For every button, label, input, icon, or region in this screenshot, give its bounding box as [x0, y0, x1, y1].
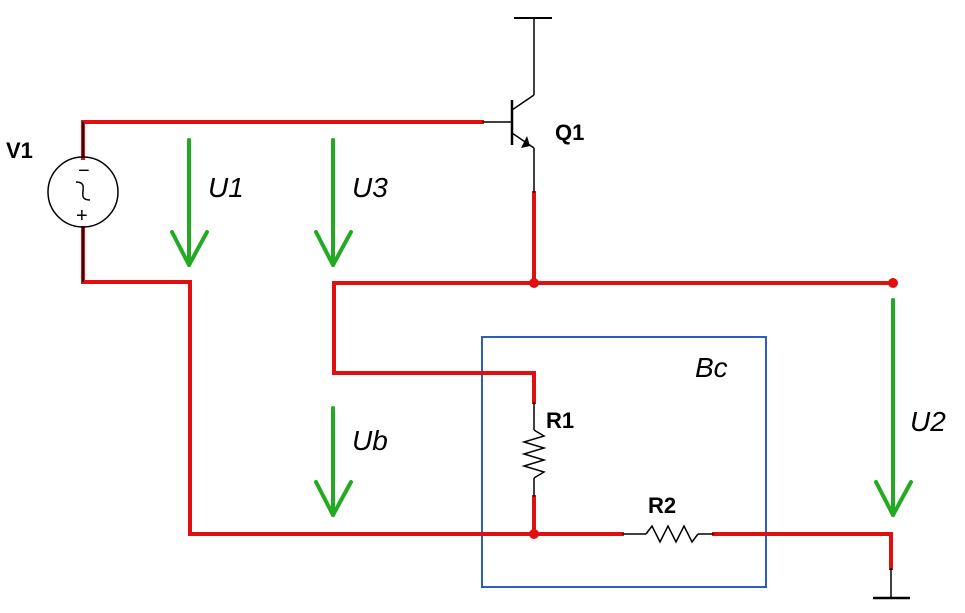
wires: [81, 120, 895, 570]
source-minus: −: [78, 160, 90, 182]
label-q1: Q1: [555, 120, 584, 145]
resistor-r2-icon: [622, 524, 714, 544]
node-emitter: [529, 278, 539, 288]
label-bc: Bc: [695, 352, 728, 383]
label-u2: U2: [910, 406, 946, 437]
label-v1: V1: [6, 138, 33, 163]
wire-source-to-base: [81, 120, 484, 160]
wire-r2-to-ground: [712, 532, 893, 570]
arrow-u3-icon: [314, 138, 353, 267]
label-ub: Ub: [352, 425, 388, 456]
ac-source-icon: [47, 122, 119, 282]
arrow-u2-icon: [874, 298, 913, 517]
wire-source-to-bottom: [81, 226, 624, 536]
label-r2: R2: [648, 493, 676, 518]
feedback-box: [481, 336, 767, 588]
label-u1: U1: [208, 172, 244, 203]
wire-to-r1: [332, 281, 536, 404]
emitter-arrow-icon: [521, 136, 530, 148]
ground-icon: [873, 568, 910, 600]
node-bottom: [529, 529, 539, 539]
arrow-ub-icon: [314, 406, 353, 517]
arrow-u1-icon: [170, 138, 209, 267]
source-plus: +: [76, 205, 88, 227]
label-r1: R1: [546, 408, 574, 433]
resistor-r1-icon: [521, 402, 547, 497]
arrows: [170, 138, 913, 517]
transistor-icon: [482, 17, 552, 193]
node-output: [888, 278, 898, 288]
label-u3: U3: [352, 172, 388, 203]
